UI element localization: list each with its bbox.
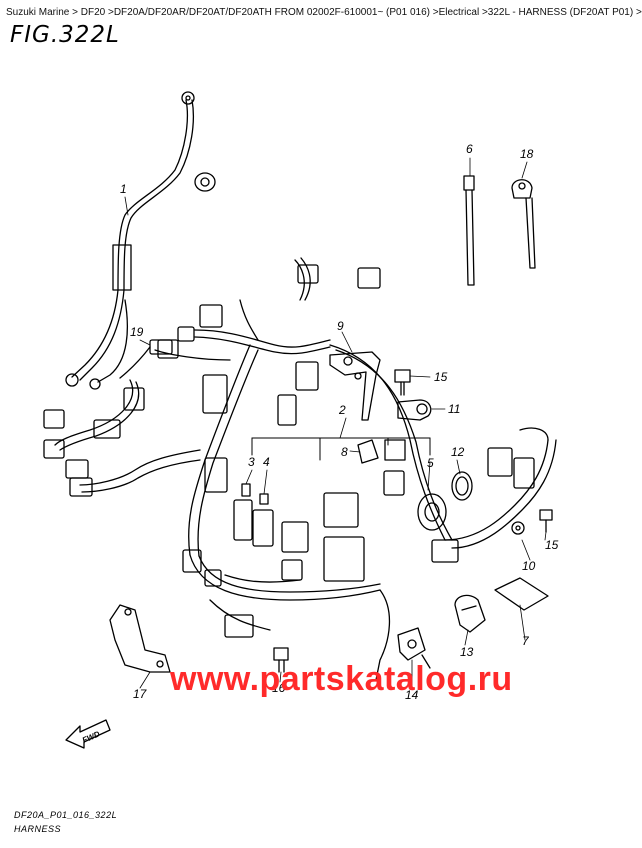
harness-diagram: 1 2 3 4 5 6 7 8 9 10 11 12 13 14 15 15 1… [43, 91, 559, 749]
clip-holder-part [454, 594, 486, 633]
connectors [43, 264, 535, 638]
callout-7: 7 [522, 634, 530, 648]
callout-17: 17 [133, 687, 148, 701]
callout-16: 16 [272, 681, 286, 695]
band-part [451, 471, 473, 501]
bracket-plate-part [109, 604, 171, 673]
cable-clip-part [397, 399, 432, 421]
main-harness [54, 257, 557, 681]
protector-part [357, 439, 447, 531]
bolt-part-right [511, 509, 553, 535]
callout-4: 4 [263, 455, 270, 469]
callout-labels: 1 2 3 4 5 6 7 8 9 10 11 12 13 14 15 15 1… [81, 142, 559, 745]
callout-10: 10 [522, 559, 536, 573]
callout-15b: 15 [545, 538, 559, 552]
callout-14: 14 [405, 688, 419, 702]
callout-8: 8 [341, 445, 348, 459]
fwd-arrow-icon [65, 719, 111, 749]
callout-19: 19 [130, 325, 144, 339]
callout-6: 6 [466, 142, 473, 156]
callout-2: 2 [338, 403, 346, 417]
callout-1: 1 [120, 182, 127, 196]
clamp-tie-part [511, 179, 536, 269]
watermark: www.partskatalog.ru [170, 660, 513, 698]
cable-tie-part [463, 175, 475, 286]
group-bracket [251, 437, 431, 461]
breadcrumb: Suzuki Marine > DF20 >DF20A/DF20AR/DF20A… [6, 7, 642, 18]
battery-cable-part [65, 91, 216, 390]
clamp-part [397, 627, 431, 669]
callout-11: 11 [448, 402, 460, 416]
callout-13: 13 [460, 645, 474, 659]
diagram-code: DF20A_P01_016_322L [14, 810, 118, 820]
callout-3: 3 [248, 455, 255, 469]
sub-harness-part [119, 339, 173, 379]
sheet-part [494, 577, 549, 611]
callout-9: 9 [337, 319, 344, 333]
figure-title: FIG.322L [10, 22, 120, 48]
callout-12: 12 [451, 445, 465, 459]
callout-5: 5 [427, 456, 434, 470]
callout-15: 15 [434, 370, 448, 384]
bracket-part [329, 351, 381, 421]
callout-18: 18 [520, 147, 534, 161]
bolt-part [394, 369, 411, 396]
diagram-name: HARNESS [14, 824, 62, 834]
leader-lines [124, 157, 547, 689]
screw-part [273, 647, 289, 673]
